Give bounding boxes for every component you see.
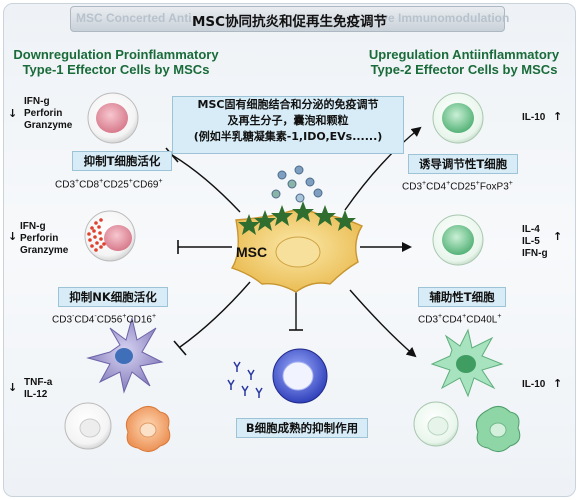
th-up-arrow: ↑ <box>553 230 563 243</box>
t-cell-marker-2: Perforin <box>24 108 63 119</box>
antibodies-icon <box>227 361 263 398</box>
left-header: Downregulation Proinflammatory Type-1 Ef… <box>12 47 220 77</box>
th-cell <box>432 214 484 266</box>
page-title: MSC协同抗炎和促再生免疫调节 <box>191 14 388 30</box>
th-marker-3: IFN-g <box>522 248 548 259</box>
th-marker-1: IL-4 <box>522 224 540 235</box>
inhibit-bar-dc <box>173 340 187 356</box>
right-header-line2: Type-2 Effector Cells by MSCs <box>370 62 558 77</box>
nk-cell-marker-3: Granzyme <box>20 245 69 256</box>
center-line-3: (例如半乳糖凝集素-1,IDO,EVs......) <box>193 130 383 143</box>
b-cell-box: B细胞成熟的抑制作用 <box>236 418 368 438</box>
inhibit-line-dc <box>179 281 251 348</box>
center-line-1: MSC固有细胞结合和分泌的免疫调节 <box>197 98 379 111</box>
arrow-to-treg <box>344 126 422 211</box>
inhibit-bar-t-cell <box>165 147 179 163</box>
dendritic-cell <box>86 317 164 394</box>
arrow-to-macrophage <box>349 289 417 358</box>
nk-cell-marker-1: IFN-g <box>20 221 46 232</box>
dc-marker-1: TNF-a <box>24 377 53 388</box>
msc-surface-molecules <box>238 201 356 235</box>
th-markers: IL-4 IL-5 IFN-g <box>522 224 548 260</box>
title-bar <box>70 6 505 32</box>
th-box: 辅助性T细胞 <box>418 287 506 307</box>
nk-cell-marker-2: Perforin <box>20 233 59 244</box>
center-line-2: 及再生分子，囊泡和颗粒 <box>227 114 349 127</box>
nk-cell <box>84 210 136 262</box>
t-cell-box: 抑制T细胞活化 <box>72 151 172 171</box>
t-cell-down-arrow: ↓ <box>8 107 18 120</box>
t-cell-markers: IFN-g Perforin Granzyme <box>24 96 72 132</box>
macrophage <box>430 328 504 398</box>
nk-cell-phenotype: CD3-CD4-CD56+CD16+ <box>52 313 157 326</box>
cd8-t-cell <box>87 92 139 144</box>
t-cell-marker-1: IFN-g <box>24 96 50 107</box>
right-header-line1: Upregulation Antiinflammatory <box>368 47 560 62</box>
left-header-line2: Type-1 Effector Cells by MSCs <box>22 62 210 77</box>
small-cell-right <box>413 401 459 447</box>
treg-phenotype: CD3+CD4+CD25+FoxP3+ <box>402 180 513 193</box>
treg-marker: IL-10 <box>522 112 546 123</box>
dc-down-arrow: ↓ <box>8 381 18 394</box>
treg-cell <box>432 92 484 144</box>
orange-cell-left <box>125 406 171 452</box>
b-cell <box>272 348 328 404</box>
msc-label: MSC <box>236 244 268 260</box>
dc-markers: TNF-a IL-12 <box>24 377 52 401</box>
green-cell-right <box>475 406 521 452</box>
th-marker-2: IL-5 <box>522 236 540 247</box>
title-ghost-left: MSC Concerted Anti <box>76 11 192 25</box>
title-ghost-right: ive Immunomodulation <box>378 11 510 25</box>
center-callout: MSC固有细胞结合和分泌的免疫调节 及再生分子，囊泡和颗粒 (例如半乳糖凝集素-… <box>172 96 404 154</box>
macro-marker: IL-10 <box>522 379 546 390</box>
nk-cell-box: 抑制NK细胞活化 <box>58 287 168 307</box>
th-phenotype: CD3+CD4+CD40L+ <box>418 313 502 326</box>
right-header: Upregulation Antiinflammatory Type-2 Eff… <box>360 47 568 77</box>
small-cell-left <box>64 402 112 450</box>
treg-up-arrow: ↑ <box>553 110 563 123</box>
t-cell-marker-3: Granzyme <box>24 120 73 131</box>
dc-marker-2: IL-12 <box>24 389 48 400</box>
nk-cell-down-arrow: ↓ <box>8 230 18 243</box>
secreted-vesicles <box>271 165 323 203</box>
msc-cell <box>230 209 364 293</box>
left-header-line1: Downregulation Proinflammatory <box>13 47 219 62</box>
nk-cell-markers: IFN-g Perforin Granzyme <box>20 221 68 257</box>
treg-box: 诱导调节性T细胞 <box>408 154 518 174</box>
t-cell-phenotype: CD3+CD8+CD25+CD69+ <box>55 178 163 191</box>
inhibit-line-t-cell <box>171 154 241 213</box>
macro-up-arrow: ↑ <box>553 377 563 390</box>
